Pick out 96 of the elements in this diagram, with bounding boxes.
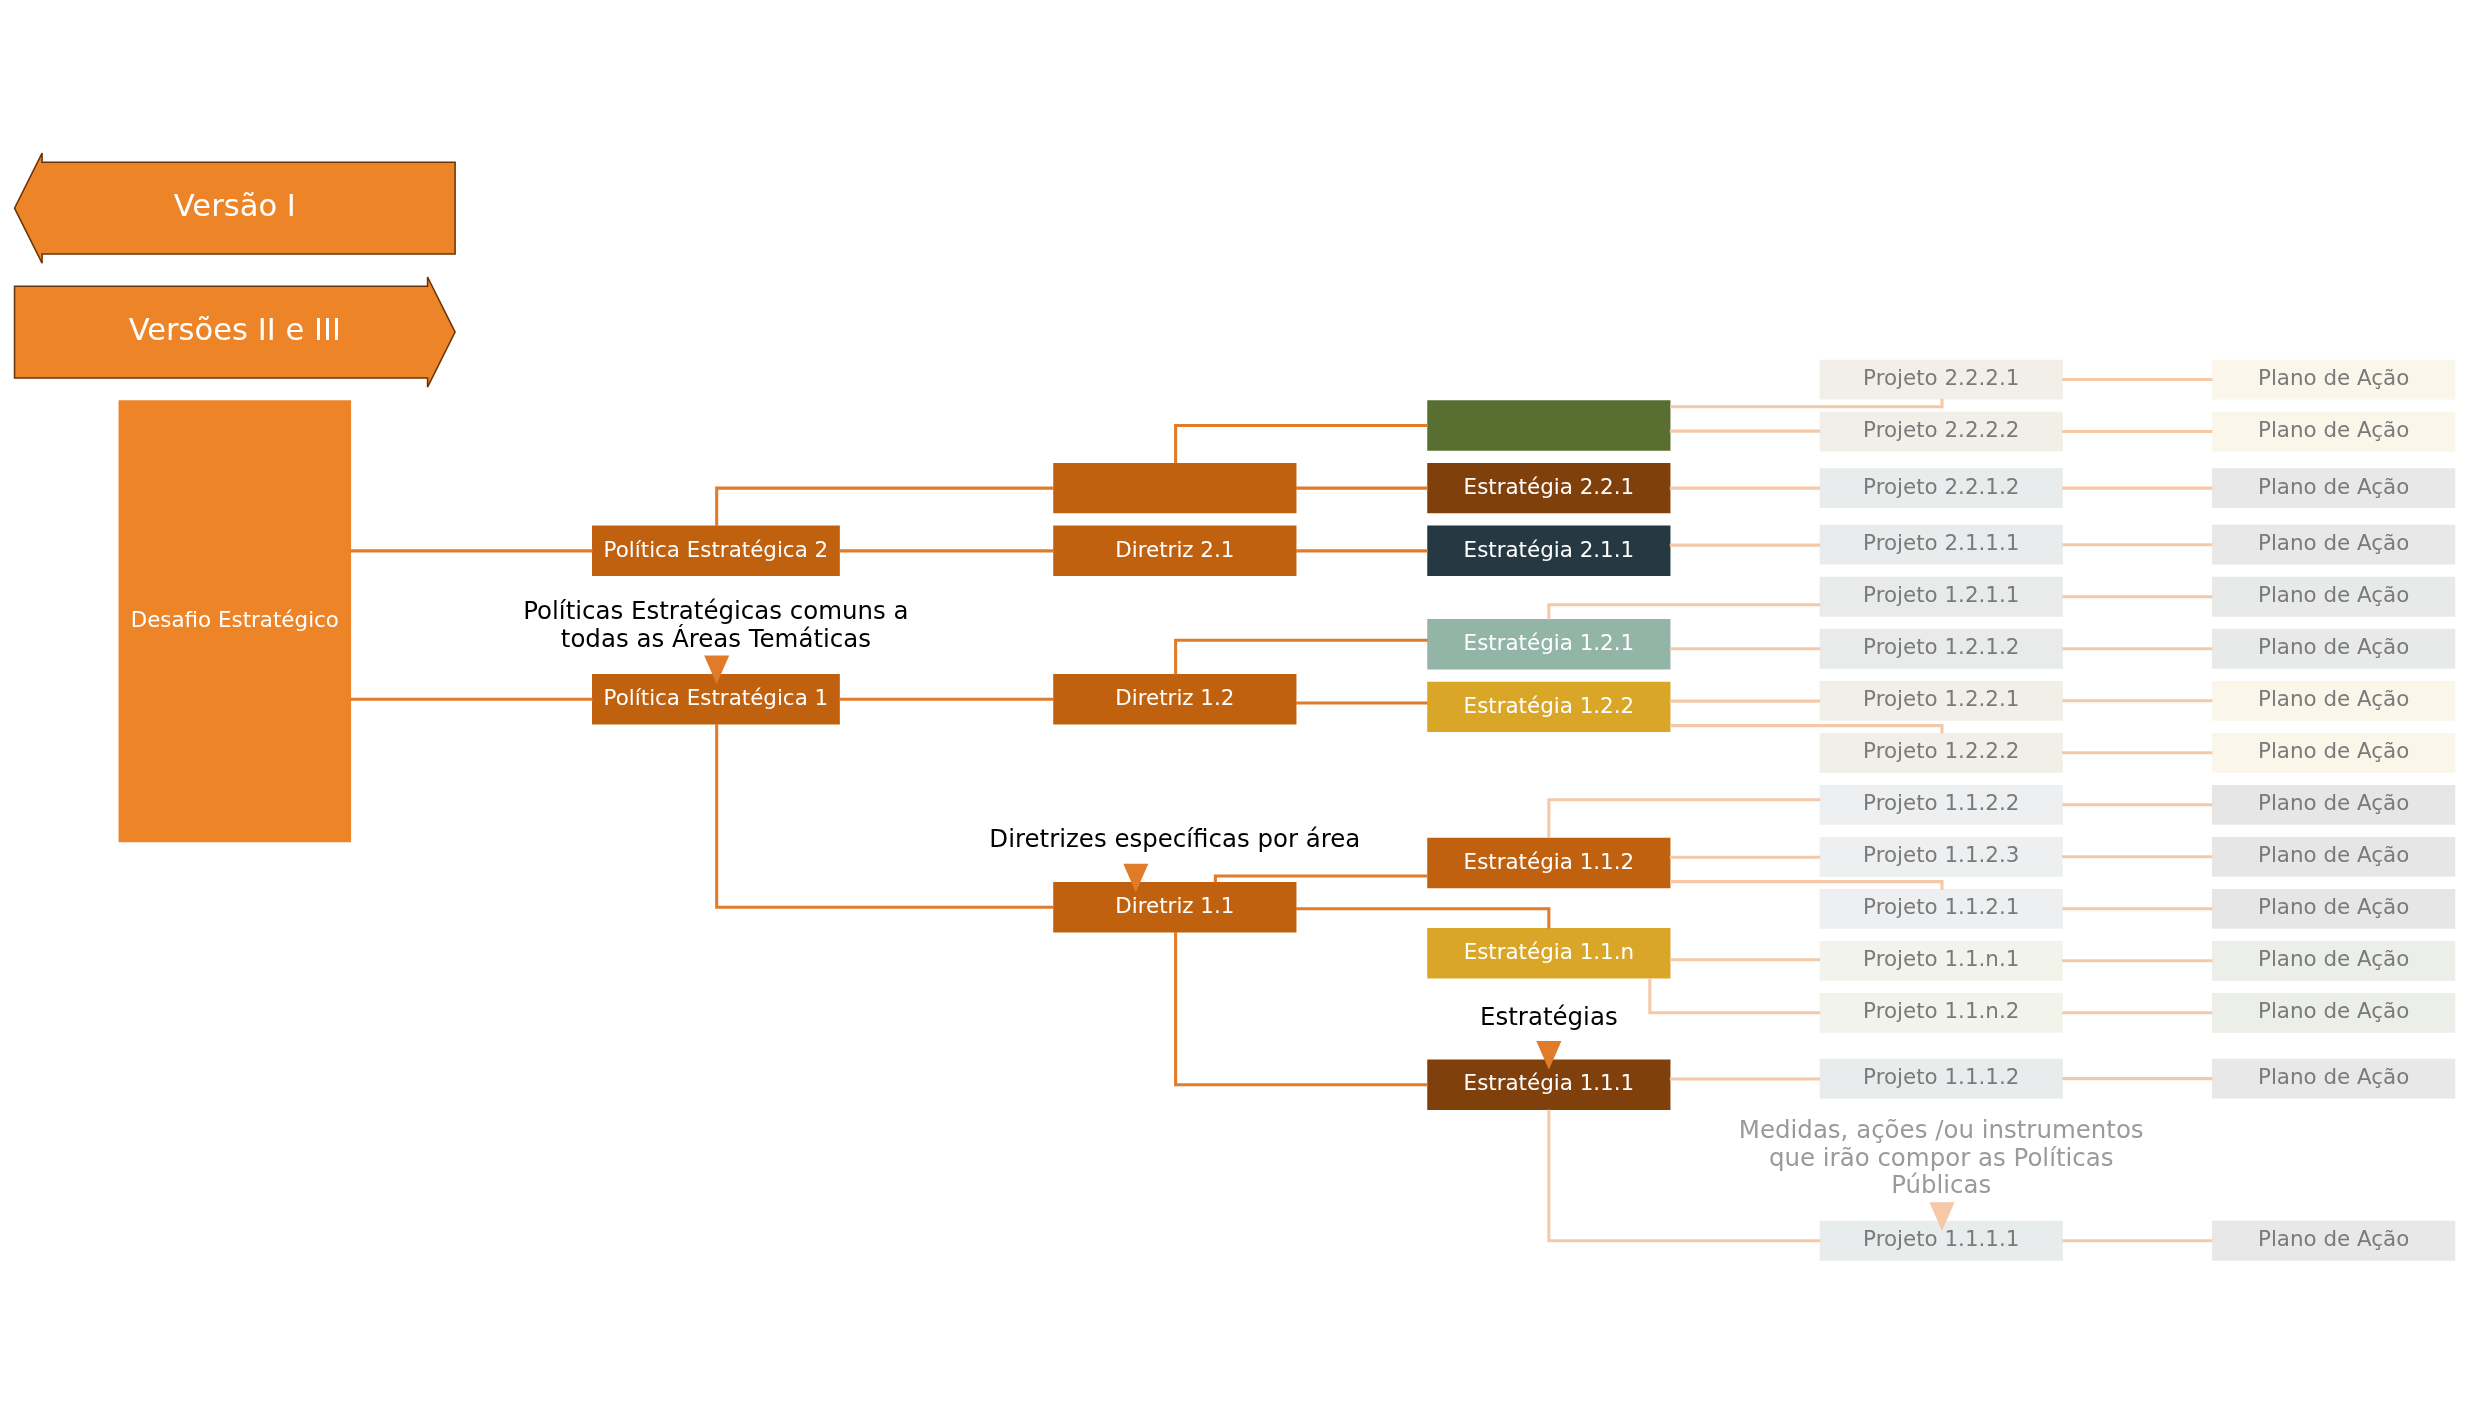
node-box: Estratégia 1.1.2	[1427, 837, 1671, 888]
node-text: Medidas, ações /ou instrumentos que irão compor as Políticas Públicas	[1738, 1114, 2144, 1199]
node-box: Projeto 2.2.2.2	[1819, 411, 2063, 451]
arrow	[1123, 863, 1149, 892]
node-box: Projeto 1.2.1.2	[1819, 628, 2063, 669]
connector	[2062, 698, 2213, 702]
connector	[2062, 854, 2213, 858]
connector	[1547, 1109, 1821, 1242]
node-box: Projeto 1.2.2.2	[1819, 732, 2063, 773]
connector	[2062, 750, 2213, 754]
connector	[1295, 701, 1428, 705]
connector	[2062, 429, 2213, 433]
connector	[1547, 602, 1821, 619]
connector	[1213, 873, 1428, 883]
connector	[1295, 486, 1428, 490]
node-box: Estratégia 2.2.1	[1427, 462, 1671, 513]
node-text: Estratégias	[1480, 1001, 1618, 1031]
node-box: Projeto 1.2.1.1	[1819, 576, 2063, 617]
arrow	[1536, 1040, 1562, 1070]
node-box: Plano de Ação	[2212, 784, 2456, 825]
node-box: Projeto 1.2.2.1	[1819, 680, 2063, 721]
node-box: Plano de Ação	[2212, 836, 2456, 877]
arrow	[1929, 1201, 1955, 1231]
connector	[1670, 398, 1944, 408]
node-box: Plano de Ação	[2212, 576, 2456, 617]
node-box: Estratégia 1.1.n	[1427, 927, 1671, 978]
node-box: Estratégia 1.2.1	[1427, 618, 1671, 669]
node-box: Plano de Ação	[2212, 888, 2456, 929]
node-box: Plano de Ação	[2212, 411, 2456, 451]
node-box: Plano de Ação	[2212, 940, 2456, 981]
arrow	[704, 654, 730, 684]
connector	[1648, 977, 1821, 1014]
node-box: Plano de Ação	[2212, 732, 2456, 773]
node-box: Plano de Ação	[2212, 359, 2456, 399]
connector	[1669, 646, 1821, 650]
node-box: Projeto 1.1.2.1	[1819, 888, 2063, 929]
node-box: Plano de Ação	[2212, 467, 2456, 508]
node-text: Diretrizes específicas por área	[989, 823, 1361, 853]
node-box: Diretriz 1.1	[1053, 881, 1297, 932]
node-box: Política Estratégica 2	[592, 525, 840, 576]
connector	[715, 723, 1054, 909]
connector	[2062, 646, 2213, 650]
node-box: Plano de Ação	[2212, 524, 2456, 565]
node-box: Estratégia 2.1.1	[1427, 525, 1671, 576]
node-box: Projeto 1.1.1.2	[1819, 1058, 2063, 1098]
node-box: Desafio Estratégico	[118, 399, 352, 842]
node-box: Projeto 1.1.1.1	[1819, 1220, 2063, 1261]
node-box: Plano de Ação	[2212, 628, 2456, 669]
node-box: Plano de Ação	[2212, 992, 2456, 1033]
connector	[2062, 486, 2213, 490]
node-box: Diretriz 2.1	[1053, 525, 1297, 576]
connector	[839, 697, 1054, 701]
node-box: Política Estratégica 1	[592, 673, 840, 724]
node-box: Diretriz 1.2	[1053, 673, 1297, 724]
node-box: Projeto 1.1.n.1	[1819, 940, 2063, 981]
connector	[2062, 1076, 2213, 1080]
connector	[2062, 542, 2213, 546]
connector	[2062, 802, 2213, 806]
node-box: Projeto 2.1.1.1	[1819, 524, 2063, 565]
connector	[1669, 855, 1821, 859]
connector	[1547, 797, 1821, 838]
node-box: Projeto 1.1.2.2	[1819, 784, 2063, 825]
connector	[1669, 429, 1821, 433]
connector	[2062, 958, 2213, 962]
connector	[839, 548, 1054, 552]
node-box	[1053, 462, 1297, 513]
node-text: Políticas Estratégicas comuns a todas as Áreas Temáticas	[523, 595, 909, 653]
connector	[2062, 594, 2213, 598]
node-box: Estratégia 1.2.2	[1427, 681, 1671, 732]
connector	[715, 486, 1054, 526]
node-box: Plano de Ação	[2212, 680, 2456, 721]
connector	[1174, 931, 1428, 1086]
connector	[1669, 1076, 1821, 1080]
node-box: Plano de Ação	[2212, 1058, 2456, 1098]
connector	[1670, 723, 1944, 734]
connector	[1669, 543, 1821, 547]
connector	[2062, 906, 2213, 910]
connector	[2062, 1238, 2213, 1242]
connector	[1670, 879, 1944, 890]
connector	[350, 548, 593, 552]
connector	[1174, 423, 1428, 463]
node-box	[1427, 399, 1671, 451]
node-box: Projeto 2.2.1.2	[1819, 467, 2063, 508]
node-box: Projeto 1.1.2.3	[1819, 836, 2063, 877]
node-box: Estratégia 1.1.1	[1427, 1059, 1671, 1110]
node-box: Projeto 2.2.2.1	[1819, 359, 2063, 399]
connector	[2062, 1010, 2213, 1014]
connector	[1669, 957, 1821, 961]
connector	[2062, 377, 2213, 381]
connector	[1669, 699, 1821, 703]
connector	[1295, 548, 1428, 552]
connector	[1295, 906, 1551, 928]
node-box: Projeto 1.1.n.2	[1819, 992, 2063, 1033]
connector	[1669, 486, 1821, 490]
connector	[350, 697, 593, 701]
node-box: Plano de Ação	[2212, 1220, 2456, 1261]
